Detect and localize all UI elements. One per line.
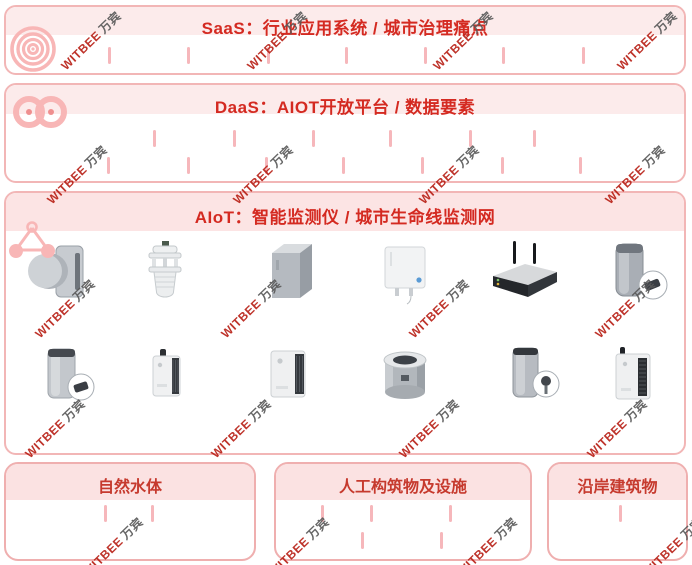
radar-level-sensor-image	[28, 245, 84, 298]
radar-rings-icon	[10, 26, 56, 72]
device-white-box-sensor-small	[123, 346, 207, 412]
device-pillar-sensor-with-inset	[20, 346, 104, 412]
wall-gateway-box-image	[384, 246, 426, 305]
daas-header-band	[6, 85, 684, 114]
pillar-monitor-image	[615, 243, 668, 300]
artificial-structures-header-band	[276, 464, 530, 500]
device-pillar-with-ball-sensor	[483, 346, 567, 412]
artificial-structures-title: 人工构筑物及设施	[338, 479, 467, 496]
daas-layer-box: DaaS：AIOT开放平台 / 数据要素	[4, 83, 686, 183]
device-industrial-router	[483, 240, 567, 306]
pillar-sensor-image	[47, 348, 95, 401]
device-weather-station	[123, 240, 207, 306]
pillar-ball-sensor-image	[512, 347, 560, 398]
white-box-sensor-small-image	[152, 349, 181, 397]
industrial-router-image	[493, 241, 557, 297]
grille-box-sensor-image	[615, 347, 651, 400]
natural-water-box: 自然水体	[4, 462, 256, 561]
device-radar-level-sensor	[20, 240, 104, 306]
artificial-structures-box: 人工构筑物及设施	[274, 462, 532, 561]
saas-header-band	[6, 7, 684, 35]
network-nodes-icon	[9, 221, 55, 258]
device-wall-gateway-box	[363, 240, 447, 306]
coastal-buildings-title: 沿岸建筑物	[577, 479, 658, 496]
saas-layer-title: SaaS：行业应用系统 / 城市治理痛点	[201, 19, 489, 38]
double-rings-icon	[13, 96, 67, 128]
device-pillar-monitor-with-inset	[590, 240, 674, 306]
aiot-layer-title: AIoT：智能监测仪 / 城市生命线监测网	[194, 208, 496, 227]
coastal-buildings-box: 沿岸建筑物	[547, 462, 688, 561]
device-manhole-well-sensor	[363, 346, 447, 412]
control-cabinet-image	[272, 244, 312, 298]
coastal-buildings-header-band	[549, 464, 686, 500]
white-box-sensor-large-image	[270, 350, 306, 398]
aiot-layer-box: AIoT：智能监测仪 / 城市生命线监测网	[4, 191, 686, 455]
natural-water-header-band	[6, 464, 254, 500]
device-control-cabinet	[246, 240, 330, 306]
device-white-box-sensor-large	[246, 346, 330, 412]
daas-layer-title: DaaS：AIOT开放平台 / 数据要素	[214, 98, 476, 117]
weather-station-image	[148, 241, 182, 298]
device-grille-box-sensor	[590, 346, 674, 412]
aiot-header-band	[6, 193, 684, 231]
manhole-well-sensor-image	[383, 351, 427, 399]
natural-water-title: 自然水体	[97, 479, 162, 496]
